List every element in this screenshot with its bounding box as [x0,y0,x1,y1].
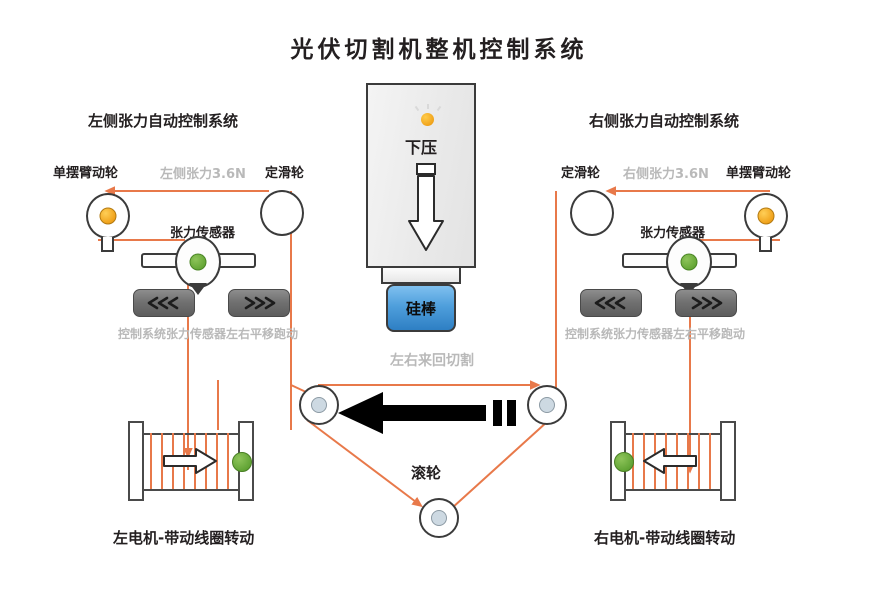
press-down-label: 下压 [404,138,437,157]
left-shift-left-button[interactable] [133,289,195,317]
right-motor-spool[interactable] [610,421,736,501]
bottom-right-roller-hub [539,397,555,413]
left-swing-arm-stem [101,237,114,252]
left-swing-arm-pulley-label: 单摆臂动轮 [53,166,119,181]
left-tension-sensor-label: 张力传感器 [170,226,236,241]
right-system-title: 右侧张力自动控制系统 [589,112,740,130]
bottom-right-roller[interactable] [527,385,567,425]
roller-label: 滚轮 [411,464,442,482]
triple-chevron-right-icon [691,296,723,310]
right-motor-direction-arrow [643,448,697,474]
left-tension-value: 左侧张力3.6N [160,167,246,182]
coil-wind [150,433,152,489]
left-motor-direction-arrow [163,448,217,474]
left-spool-core-bottom [144,489,238,491]
right-spool-flange-right [720,421,736,501]
left-system-title: 左侧张力自动控制系统 [88,112,239,130]
right-spool-core-top [626,433,720,435]
coil-wind [161,433,163,489]
left-swing-arm-pulley[interactable] [86,193,130,239]
triple-chevron-left-icon [147,296,179,310]
power-led-icon [421,113,434,126]
right-sensor-hint: 控制系统张力传感器左右平移跑动 [565,327,746,341]
bottom-left-roller[interactable] [299,385,339,425]
left-sensor-hint: 控制系统张力传感器左右平移跑动 [118,327,299,341]
right-swing-arm-stem [759,237,772,252]
left-spool-core-top [144,433,238,435]
right-swing-arm-hub [757,207,775,225]
bottom-center-roller-hub [431,510,447,526]
silicon-rod: 硅棒 [386,284,456,332]
coil-wind [709,433,711,489]
left-fixed-pulley[interactable] [260,190,304,236]
left-sensor-hub [189,253,207,271]
right-motor-indicator [614,452,634,472]
coil-wind [698,433,700,489]
page-title: 光伏切割机整机控制系统 [290,37,588,63]
triple-chevron-left-icon [594,296,626,310]
left-motor-label: 左电机-带动线圈转动 [113,529,255,547]
press-down-arrow-icon [408,163,444,251]
right-spool-core-bottom [626,489,720,491]
right-sensor-hub [680,253,698,271]
right-fixed-pulley[interactable] [570,190,614,236]
left-swing-arm-hub [99,207,117,225]
right-tension-value: 右侧张力3.6N [623,167,709,182]
cutting-head-neck [381,266,461,284]
triple-chevron-right-icon [244,296,276,310]
led-ray [427,104,429,109]
right-swing-arm-pulley[interactable] [744,193,788,239]
right-swing-arm-pulley-label: 单摆臂动轮 [726,166,792,181]
right-motor-label: 右电机-带动线圈转动 [594,529,736,547]
right-shift-left-button[interactable] [580,289,642,317]
cut-travel-arrow-icon [338,392,516,434]
left-tension-sensor[interactable] [175,236,221,288]
left-motor-indicator [232,452,252,472]
coil-wind [227,433,229,489]
bottom-left-roller-hub [311,397,327,413]
right-fixed-pulley-label: 定滑轮 [561,166,601,181]
left-spool-flange-left [128,421,144,501]
left-shift-right-button[interactable] [228,289,290,317]
right-shift-right-button[interactable] [675,289,737,317]
right-tension-sensor[interactable] [666,236,712,288]
left-fixed-pulley-label: 定滑轮 [265,166,305,181]
cut-direction-label: 左右来回切割 [390,353,474,369]
left-motor-spool[interactable] [128,421,254,501]
bottom-center-roller[interactable] [419,498,459,538]
